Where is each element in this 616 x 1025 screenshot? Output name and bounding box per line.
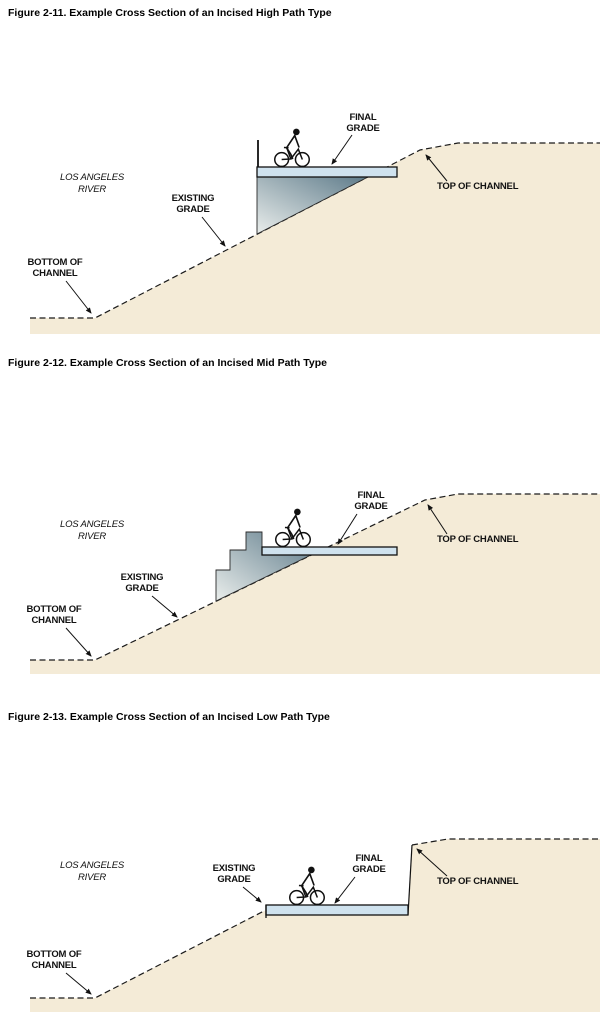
top-of-channel-dashed-line [411, 838, 600, 846]
final-grade-leader-arrow [331, 134, 353, 165]
channel-embankment-fill [30, 839, 600, 1012]
label-bottom-of-channel: CHANNEL [31, 960, 76, 971]
label-final-grade: GRADE [352, 864, 385, 875]
diagram-low-path: LOS ANGELES RIVER EXISTING GRADE FINAL G… [26, 838, 600, 1012]
top-of-channel-leader-arrow [425, 154, 448, 182]
label-los-angeles-river: RIVER [78, 872, 106, 883]
label-final-grade: FINAL [358, 490, 385, 501]
figure-title-low: Figure 2-13. Example Cross Section of an… [8, 711, 330, 723]
existing-grade-dashed-line [30, 493, 600, 661]
label-final-grade: GRADE [354, 501, 387, 512]
figure-title-high: Figure 2-11. Example Cross Section of an… [8, 7, 332, 19]
existing-grade-leader-arrow [201, 216, 226, 247]
label-los-angeles-river: RIVER [78, 184, 106, 195]
label-bottom-of-channel: BOTTOM OF [26, 949, 81, 960]
label-los-angeles-river: LOS ANGELES [60, 860, 125, 871]
path-deck [265, 904, 409, 916]
label-final-grade: FINAL [350, 112, 377, 123]
label-existing-grade: GRADE [125, 583, 158, 594]
label-existing-grade: EXISTING [172, 193, 215, 204]
label-top-of-channel: TOP OF CHANNEL [437, 876, 519, 887]
figure-title-mid: Figure 2-12. Example Cross Section of an… [8, 357, 327, 369]
existing-grade-leader-arrow [151, 595, 178, 618]
path-deck [261, 546, 398, 556]
cyclist-icon [273, 127, 311, 168]
path-deck [256, 166, 398, 178]
top-of-channel-leader-arrow [416, 848, 448, 877]
final-grade-leader-arrow [337, 513, 358, 545]
label-bottom-of-channel: CHANNEL [32, 268, 77, 279]
label-top-of-channel: TOP OF CHANNEL [437, 181, 519, 192]
final-grade-leader-arrow [334, 876, 356, 904]
label-existing-grade: EXISTING [213, 863, 256, 874]
label-final-grade: GRADE [346, 123, 379, 134]
top-of-channel-leader-arrow [427, 504, 448, 535]
channel-embankment-fill [30, 494, 600, 674]
existing-grade-dashed-line [30, 142, 600, 319]
label-existing-grade: EXISTING [121, 572, 164, 583]
cut-face-retaining-wall [407, 844, 413, 916]
cyclist-icon [288, 865, 326, 906]
label-los-angeles-river: LOS ANGELES [60, 172, 125, 183]
label-final-grade: FINAL [356, 853, 383, 864]
diagram-high-path: LOS ANGELES RIVER EXISTING GRADE FINAL G… [27, 112, 600, 334]
channel-embankment-fill [30, 143, 600, 334]
existing-grade-leader-arrow [242, 886, 262, 903]
label-bottom-of-channel: BOTTOM OF [26, 604, 81, 615]
bottom-of-channel-leader-arrow [65, 972, 92, 995]
label-bottom-of-channel: BOTTOM OF [27, 257, 82, 268]
existing-grade-dashed-line [30, 910, 265, 999]
bottom-of-channel-leader-arrow [65, 280, 92, 314]
diagram-mid-path: LOS ANGELES RIVER EXISTING GRADE FINAL G… [26, 490, 600, 674]
label-bottom-of-channel: CHANNEL [31, 615, 76, 626]
bottom-of-channel-leader-arrow [65, 627, 92, 657]
label-existing-grade: GRADE [217, 874, 250, 885]
label-los-angeles-river: LOS ANGELES [60, 519, 125, 530]
stepped-retaining-wall-fill [215, 531, 312, 602]
label-existing-grade: GRADE [176, 204, 209, 215]
label-los-angeles-river: RIVER [78, 531, 106, 542]
label-top-of-channel: TOP OF CHANNEL [437, 534, 519, 545]
cyclist-icon [274, 507, 312, 548]
